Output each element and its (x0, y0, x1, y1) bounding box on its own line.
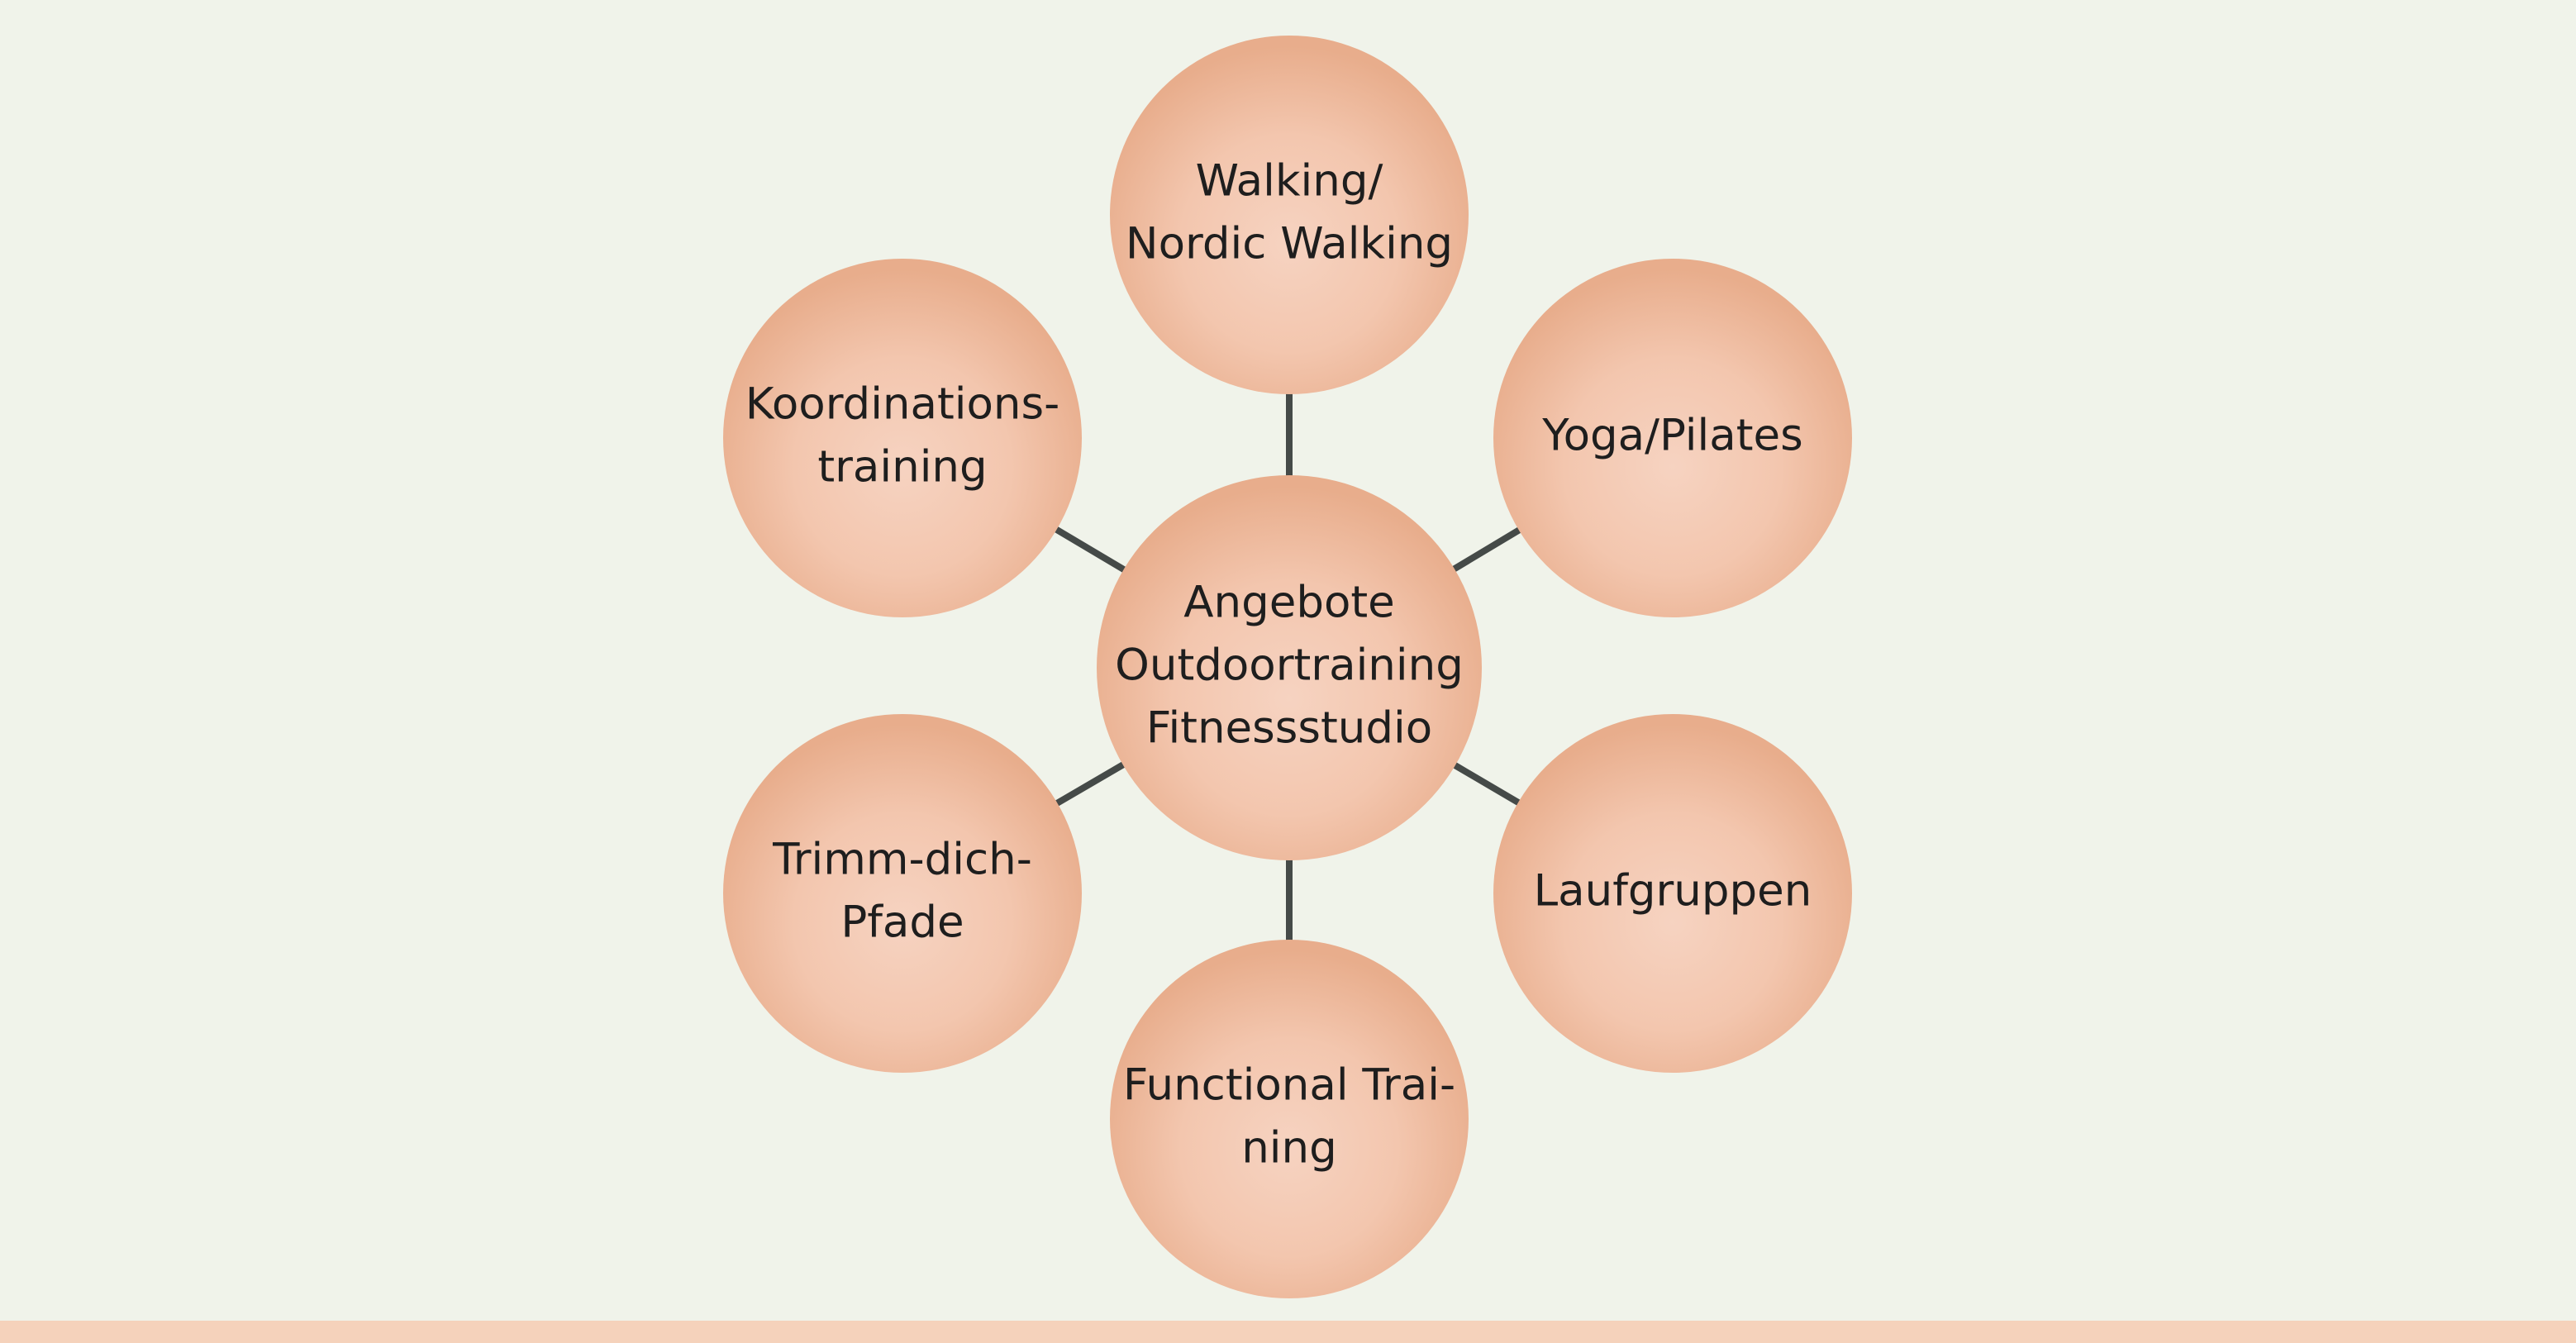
node-label-yoga-0: Yoga/Pilates (1541, 411, 1802, 461)
node-label-walking-0: Walking/ (1196, 156, 1383, 207)
node-label-center-2: Fitnessstudio (1146, 703, 1432, 754)
node-circle-yoga (1493, 259, 1852, 617)
connector-laufgruppen (1450, 760, 1523, 807)
node-trimm: Trimm-dich- Pfade (723, 714, 1082, 1073)
connector-trimm (1052, 760, 1128, 808)
node-yoga: Yoga/Pilates (1493, 259, 1852, 617)
bottom-band (0, 1321, 2576, 1343)
connector-lines (1052, 391, 1524, 943)
node-label-center-1: Outdoortraining (1115, 641, 1464, 691)
node-walking: Walking/Nordic Walking (1110, 36, 1469, 394)
node-circle-center (1097, 475, 1482, 860)
node-circle-functional (1110, 940, 1469, 1298)
node-circle-laufgruppen (1493, 714, 1852, 1073)
node-functional: Functional Trai-ning (1110, 940, 1469, 1298)
node-label-koordination-0: Koordinations- (745, 379, 1060, 430)
node-label-functional-0: Functional Trai- (1123, 1060, 1455, 1111)
node-koordination: Koordinations-training (723, 259, 1082, 617)
node-label-walking-1: Nordic Walking (1126, 219, 1453, 269)
node-circle-walking (1110, 36, 1469, 394)
node-laufgruppen: Laufgruppen (1493, 714, 1852, 1073)
node-label-trimm-0: Trimm-dich- (772, 835, 1032, 885)
node-label-functional-1: ning (1241, 1123, 1337, 1174)
node-label-center-0: Angebote (1183, 578, 1395, 628)
node-circle-trimm (723, 714, 1082, 1073)
node-circle-koordination (723, 259, 1082, 617)
node-label-koordination-1: training (817, 442, 987, 493)
connector-koordination (1052, 525, 1129, 574)
connector-yoga (1450, 526, 1524, 574)
node-label-trimm-1: Pfade (840, 898, 964, 948)
node-label-laufgruppen-0: Laufgruppen (1534, 866, 1812, 917)
